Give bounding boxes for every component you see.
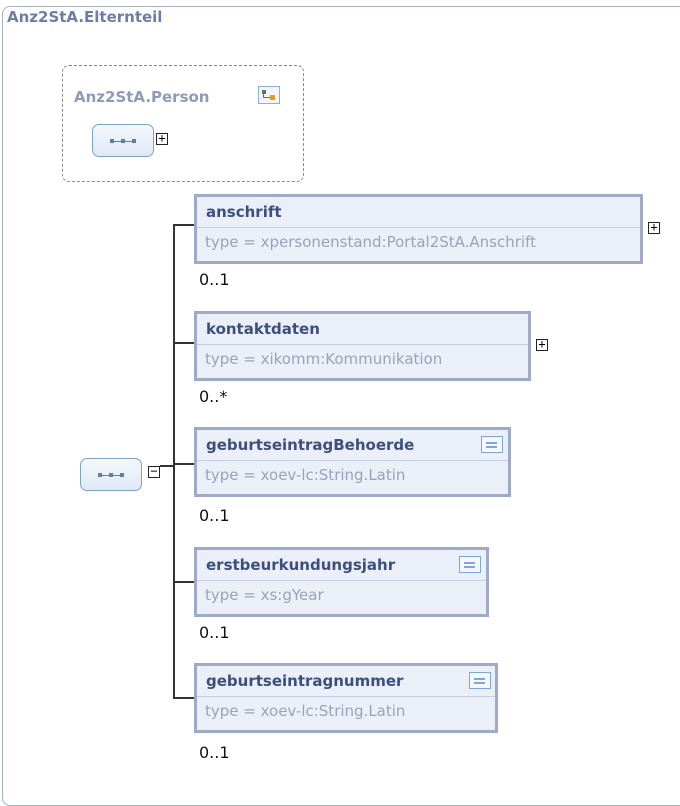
occurrence-label: 0..1 [199,623,230,642]
element-anschrift[interactable]: anschrift type = xpersonenstand:Portal2S… [194,194,643,264]
anschrift-expand-icon[interactable]: + [648,221,660,234]
occurrence-label: 0..1 [199,506,230,525]
base-type-box [62,65,304,182]
element-geburtseintragnummer[interactable]: geburtseintragnummer type = xoev-lc:Stri… [194,663,498,733]
element-type: type = xoev-lc:String.Latin [205,702,406,720]
occurrence-label: 0..1 [199,743,230,762]
main-collapse-icon[interactable]: − [148,465,160,478]
simple-type-icon [481,436,503,453]
simple-type-icon [469,672,491,689]
element-type: type = xoev-lc:String.Latin [205,466,406,484]
connector [173,581,195,583]
main-sequence-icon[interactable] [80,458,142,491]
connector [173,697,195,699]
element-type: type = xikomm:Kommunikation [205,350,443,368]
base-expand-icon[interactable]: + [156,132,168,145]
element-name: geburtseintragnummer [206,672,404,690]
connector [173,224,195,226]
simple-type-icon [459,556,481,573]
connector [173,342,195,344]
element-name: kontaktdaten [206,320,320,338]
element-type: type = xs:gYear [205,586,324,604]
connector [160,465,174,467]
element-kontaktdaten[interactable]: kontaktdaten type = xikomm:Kommunikation [194,311,531,381]
connector [173,463,195,465]
kontaktdaten-expand-icon[interactable]: + [536,338,548,351]
element-name: geburtseintragBehoerde [206,436,415,454]
connector [173,224,175,698]
complex-type-title: Anz2StA.Elternteil [7,8,163,26]
element-erstbeurkundungsjahr[interactable]: erstbeurkundungsjahr type = xs:gYear [194,547,489,617]
occurrence-label: 0..1 [199,270,230,289]
occurrence-label: 0..* [199,387,228,406]
element-name: anschrift [206,203,282,221]
element-geburtseintragBehoerde[interactable]: geburtseintragBehoerde type = xoev-lc:St… [194,427,511,497]
element-name: erstbeurkundungsjahr [206,556,396,574]
complex-type-icon [258,86,280,104]
base-sequence-icon[interactable] [92,124,154,157]
base-type-title: Anz2StA.Person [74,88,210,106]
element-type: type = xpersonenstand:Portal2StA.Anschri… [205,233,536,251]
